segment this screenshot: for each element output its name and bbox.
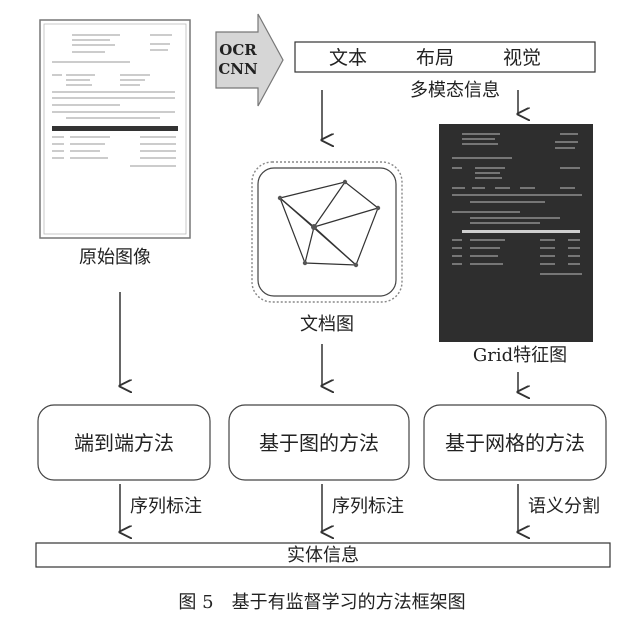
- multimodal-item-visual: 视觉: [503, 47, 541, 69]
- end-to-end-method-label: 端到端方法: [74, 431, 174, 455]
- ocr-cnn-arrow: OCR CNN: [215, 13, 284, 107]
- entity-info-box: [35, 542, 611, 568]
- multimodal-item-text: 文本: [329, 47, 367, 69]
- end-to-end-method-box: [37, 404, 211, 481]
- grid-feature-map: [439, 124, 593, 342]
- doc-graph-caption: 文档图: [300, 314, 354, 335]
- cnn-label: CNN: [218, 60, 258, 78]
- multimodal-item-layout: 布局: [416, 47, 454, 69]
- graph-method-label: 基于图的方法: [259, 431, 379, 455]
- entity-info-label: 实体信息: [287, 545, 359, 566]
- document-graph: [251, 161, 403, 303]
- grid-method-box: [423, 404, 607, 481]
- ocr-label: OCR: [219, 41, 257, 59]
- figure-caption: 图 5 基于有监督学习的方法框架图: [178, 592, 465, 613]
- seq-labeling-label-1: 序列标注: [130, 496, 202, 517]
- grid-feature-caption: Grid特征图: [473, 345, 567, 366]
- grid-method-label: 基于网格的方法: [445, 431, 585, 455]
- seq-labeling-label-2: 序列标注: [332, 496, 404, 517]
- multimodal-box: [294, 41, 596, 73]
- multimodal-caption: 多模态信息: [410, 80, 500, 101]
- graph-method-box: [228, 404, 410, 481]
- original-document-image: [39, 19, 191, 239]
- semantic-segmentation-label: 语义分割: [528, 496, 600, 517]
- original-image-caption: 原始图像: [79, 247, 151, 268]
